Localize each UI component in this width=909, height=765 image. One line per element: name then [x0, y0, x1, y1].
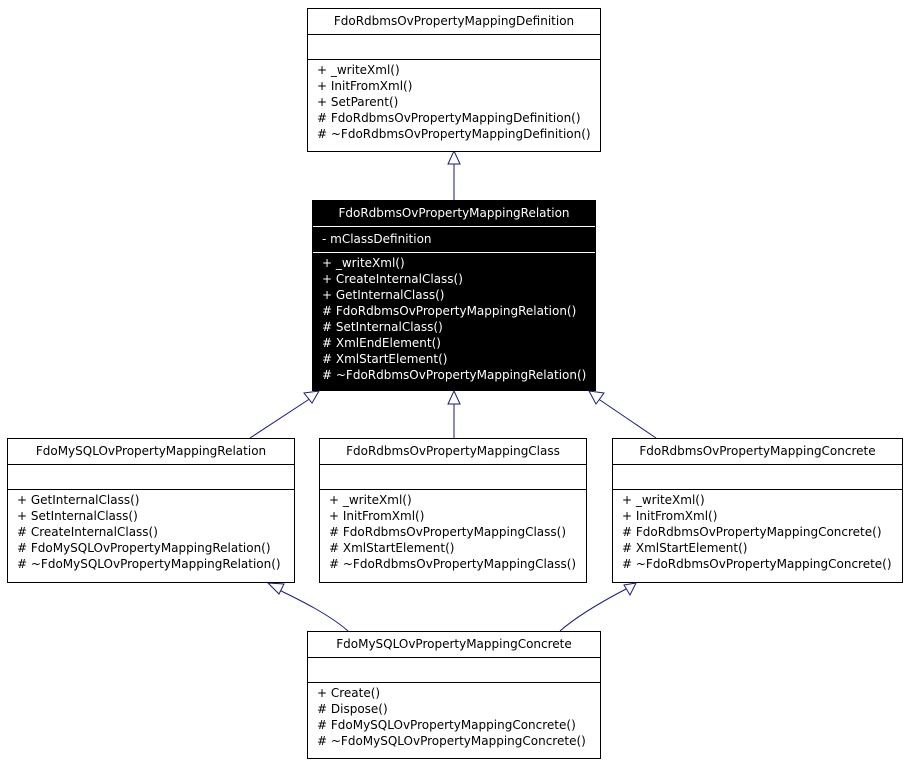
class-box-definition[interactable]: FdoRdbmsOvPropertyMappingDefinition + _w… — [307, 8, 601, 152]
attributes-section — [8, 465, 294, 490]
method: # ~FdoMySQLOvPropertyMappingConcrete() — [317, 734, 586, 748]
class-box-mysql-concrete[interactable]: FdoMySQLOvPropertyMappingConcrete + Crea… — [307, 631, 601, 759]
link-mysqlconcrete-to-rdbmsconcrete — [559, 588, 627, 632]
arrowhead-relation-center — [447, 389, 461, 405]
method: + _writeXml() — [329, 493, 412, 507]
method: + GetInternalClass() — [17, 493, 140, 507]
method: # ~FdoRdbmsOvPropertyMappingDefinition() — [317, 127, 591, 141]
method: # CreateInternalClass() — [17, 525, 158, 539]
method: # FdoMySQLOvPropertyMappingRelation() — [17, 541, 271, 555]
class-name: FdoRdbmsOvPropertyMappingDefinition — [308, 9, 600, 35]
attributes-section — [613, 465, 902, 490]
method: + _writeXml() — [322, 256, 405, 270]
method: # ~FdoRdbmsOvPropertyMappingClass() — [329, 557, 577, 571]
link-concrete-to-relation — [596, 397, 657, 439]
method: # FdoRdbmsOvPropertyMappingDefinition() — [317, 111, 581, 125]
method: # SetInternalClass() — [322, 320, 443, 334]
method: + InitFromXml() — [622, 509, 718, 523]
attributes-section: - mClassDefinition — [313, 227, 595, 253]
arrowhead-rdbmsconcrete — [623, 582, 637, 597]
methods-section: + _writeXml() + InitFromXml() + SetParen… — [308, 60, 600, 145]
class-name: FdoRdbmsOvPropertyMappingConcrete — [613, 439, 902, 465]
methods-section: + _writeXml() + CreateInternalClass() + … — [313, 253, 595, 386]
attributes-section — [320, 465, 586, 490]
method: # ~FdoRdbmsOvPropertyMappingConcrete() — [622, 557, 892, 571]
class-box-relation[interactable]: FdoRdbmsOvPropertyMappingRelation - mCla… — [312, 200, 596, 391]
attributes-section — [308, 35, 600, 60]
method: # XmlStartElement() — [622, 541, 748, 555]
method: # FdoRdbmsOvPropertyMappingClass() — [329, 525, 566, 539]
class-name: FdoMySQLOvPropertyMappingRelation — [8, 439, 294, 465]
method: # XmlStartElement() — [329, 541, 455, 555]
arrowhead-relation-left — [303, 390, 320, 404]
method: + InitFromXml() — [329, 509, 425, 523]
methods-section: + GetInternalClass() + SetInternalClass(… — [8, 490, 294, 575]
methods-section: + _writeXml() + InitFromXml() # FdoRdbms… — [320, 490, 586, 575]
class-box-mysql-relation[interactable]: FdoMySQLOvPropertyMappingRelation + GetI… — [7, 438, 295, 583]
attribute: - mClassDefinition — [322, 232, 432, 246]
method: + _writeXml() — [317, 63, 400, 77]
methods-section: + Create() # Dispose() # FdoMySQLOvPrope… — [308, 683, 600, 752]
link-mysqlrelation-to-relation — [249, 397, 312, 439]
arrowhead-definition — [447, 149, 461, 165]
method: # FdoRdbmsOvPropertyMappingRelation() — [322, 304, 577, 318]
method: # ~FdoMySQLOvPropertyMappingRelation() — [17, 557, 281, 571]
method: # XmlStartElement() — [322, 352, 448, 366]
method: + Create() — [317, 686, 381, 700]
class-name: FdoMySQLOvPropertyMappingConcrete — [308, 632, 600, 658]
class-name: FdoRdbmsOvPropertyMappingClass — [320, 439, 586, 465]
method: + InitFromXml() — [317, 79, 413, 93]
class-name: FdoRdbmsOvPropertyMappingRelation — [313, 201, 595, 227]
arrowhead-relation-right — [588, 390, 605, 405]
class-box-rdbms-class[interactable]: FdoRdbmsOvPropertyMappingClass + _writeX… — [319, 438, 587, 583]
method: + GetInternalClass() — [322, 288, 445, 302]
class-box-rdbms-concrete[interactable]: FdoRdbmsOvPropertyMappingConcrete + _wri… — [612, 438, 903, 583]
method: # ~FdoRdbmsOvPropertyMappingRelation() — [322, 368, 587, 382]
method: # FdoMySQLOvPropertyMappingConcrete() — [317, 718, 576, 732]
method: # XmlEndElement() — [322, 336, 441, 350]
link-mysqlconcrete-to-mysqlrelation — [276, 588, 349, 632]
method: + _writeXml() — [622, 493, 705, 507]
attributes-section — [308, 658, 600, 683]
method: # FdoRdbmsOvPropertyMappingConcrete() — [622, 525, 882, 539]
arrowhead-mysqlrelation — [266, 582, 285, 595]
method: + SetInternalClass() — [17, 509, 138, 523]
method: # Dispose() — [317, 702, 388, 716]
methods-section: + _writeXml() + InitFromXml() # FdoRdbms… — [613, 490, 902, 575]
method: + SetParent() — [317, 95, 399, 109]
method: + CreateInternalClass() — [322, 272, 463, 286]
